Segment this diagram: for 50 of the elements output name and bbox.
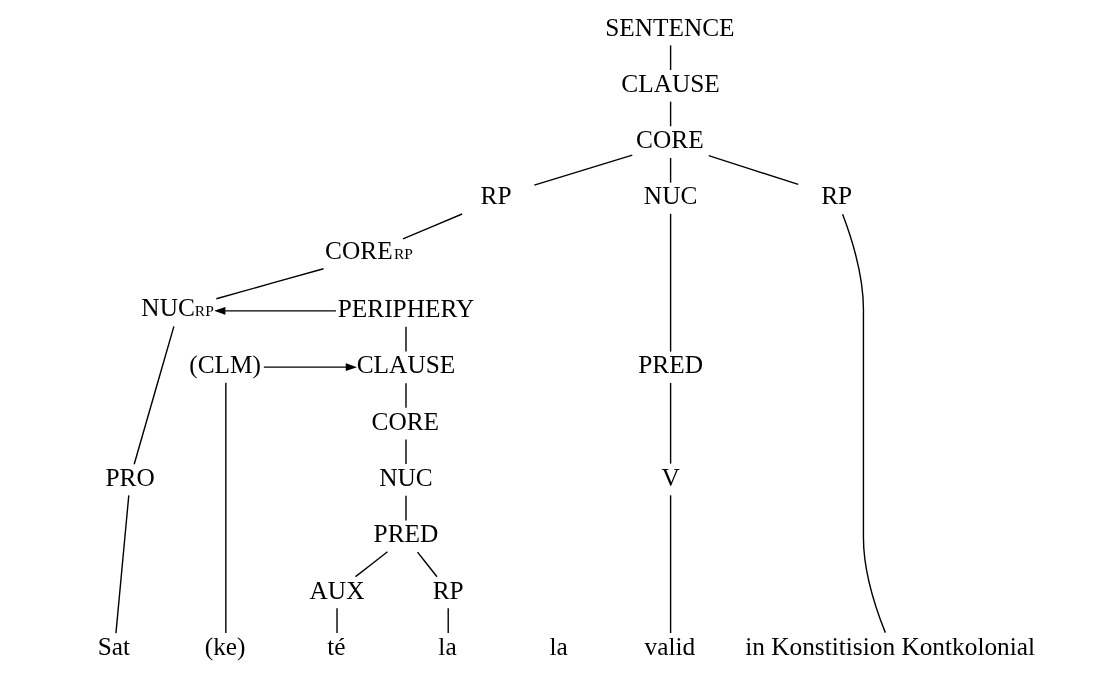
node-text: CLAUSE — [356, 350, 455, 379]
connector — [669, 382, 671, 465]
connector — [841, 213, 886, 634]
connector — [669, 494, 671, 634]
node-text: CORERP — [324, 236, 413, 265]
node-text: PRO — [104, 462, 155, 491]
node-text: NUCRP — [140, 292, 214, 321]
connector — [354, 551, 388, 578]
node-text: NUC — [643, 181, 697, 210]
connector — [533, 154, 633, 186]
node-text: RP — [432, 575, 464, 604]
node-text: Sat — [97, 631, 130, 660]
connector — [447, 607, 449, 634]
node-text: té — [326, 631, 345, 660]
node-text: SENTENCE — [604, 12, 735, 41]
connector — [224, 382, 227, 634]
node-text: AUX — [309, 575, 364, 604]
node-text: PERIPHERY — [337, 294, 474, 323]
connector — [404, 382, 407, 409]
node-text: V — [660, 462, 680, 491]
connector — [404, 438, 407, 465]
arrow — [262, 363, 357, 372]
connector — [416, 551, 438, 578]
connector — [669, 157, 671, 184]
arrow — [213, 306, 337, 315]
connector — [401, 213, 463, 240]
connector — [707, 154, 799, 186]
label: la — [549, 631, 568, 660]
connector — [669, 213, 671, 353]
node-text: RP — [480, 181, 512, 210]
connector — [335, 607, 338, 634]
connector — [114, 494, 129, 634]
node-text: (ke) — [204, 631, 245, 660]
connector — [404, 495, 407, 522]
node-text: CORE — [371, 406, 439, 435]
connector — [404, 326, 407, 353]
node-text: valid — [644, 631, 695, 660]
node-text: PRED — [637, 350, 703, 379]
connector — [669, 44, 671, 71]
connector — [669, 100, 671, 127]
node-text: NUC — [378, 462, 433, 491]
connector — [132, 325, 175, 465]
node-text: la — [437, 631, 457, 660]
node-text: CORE — [635, 125, 704, 154]
node-text: in Konstitision Kontkolonial — [744, 631, 1035, 660]
connector — [215, 268, 324, 300]
node-text: PRED — [373, 519, 438, 548]
node-text: (CLM) — [188, 350, 261, 379]
node-text: CLAUSE — [620, 68, 720, 97]
node-text: RP — [820, 181, 852, 210]
